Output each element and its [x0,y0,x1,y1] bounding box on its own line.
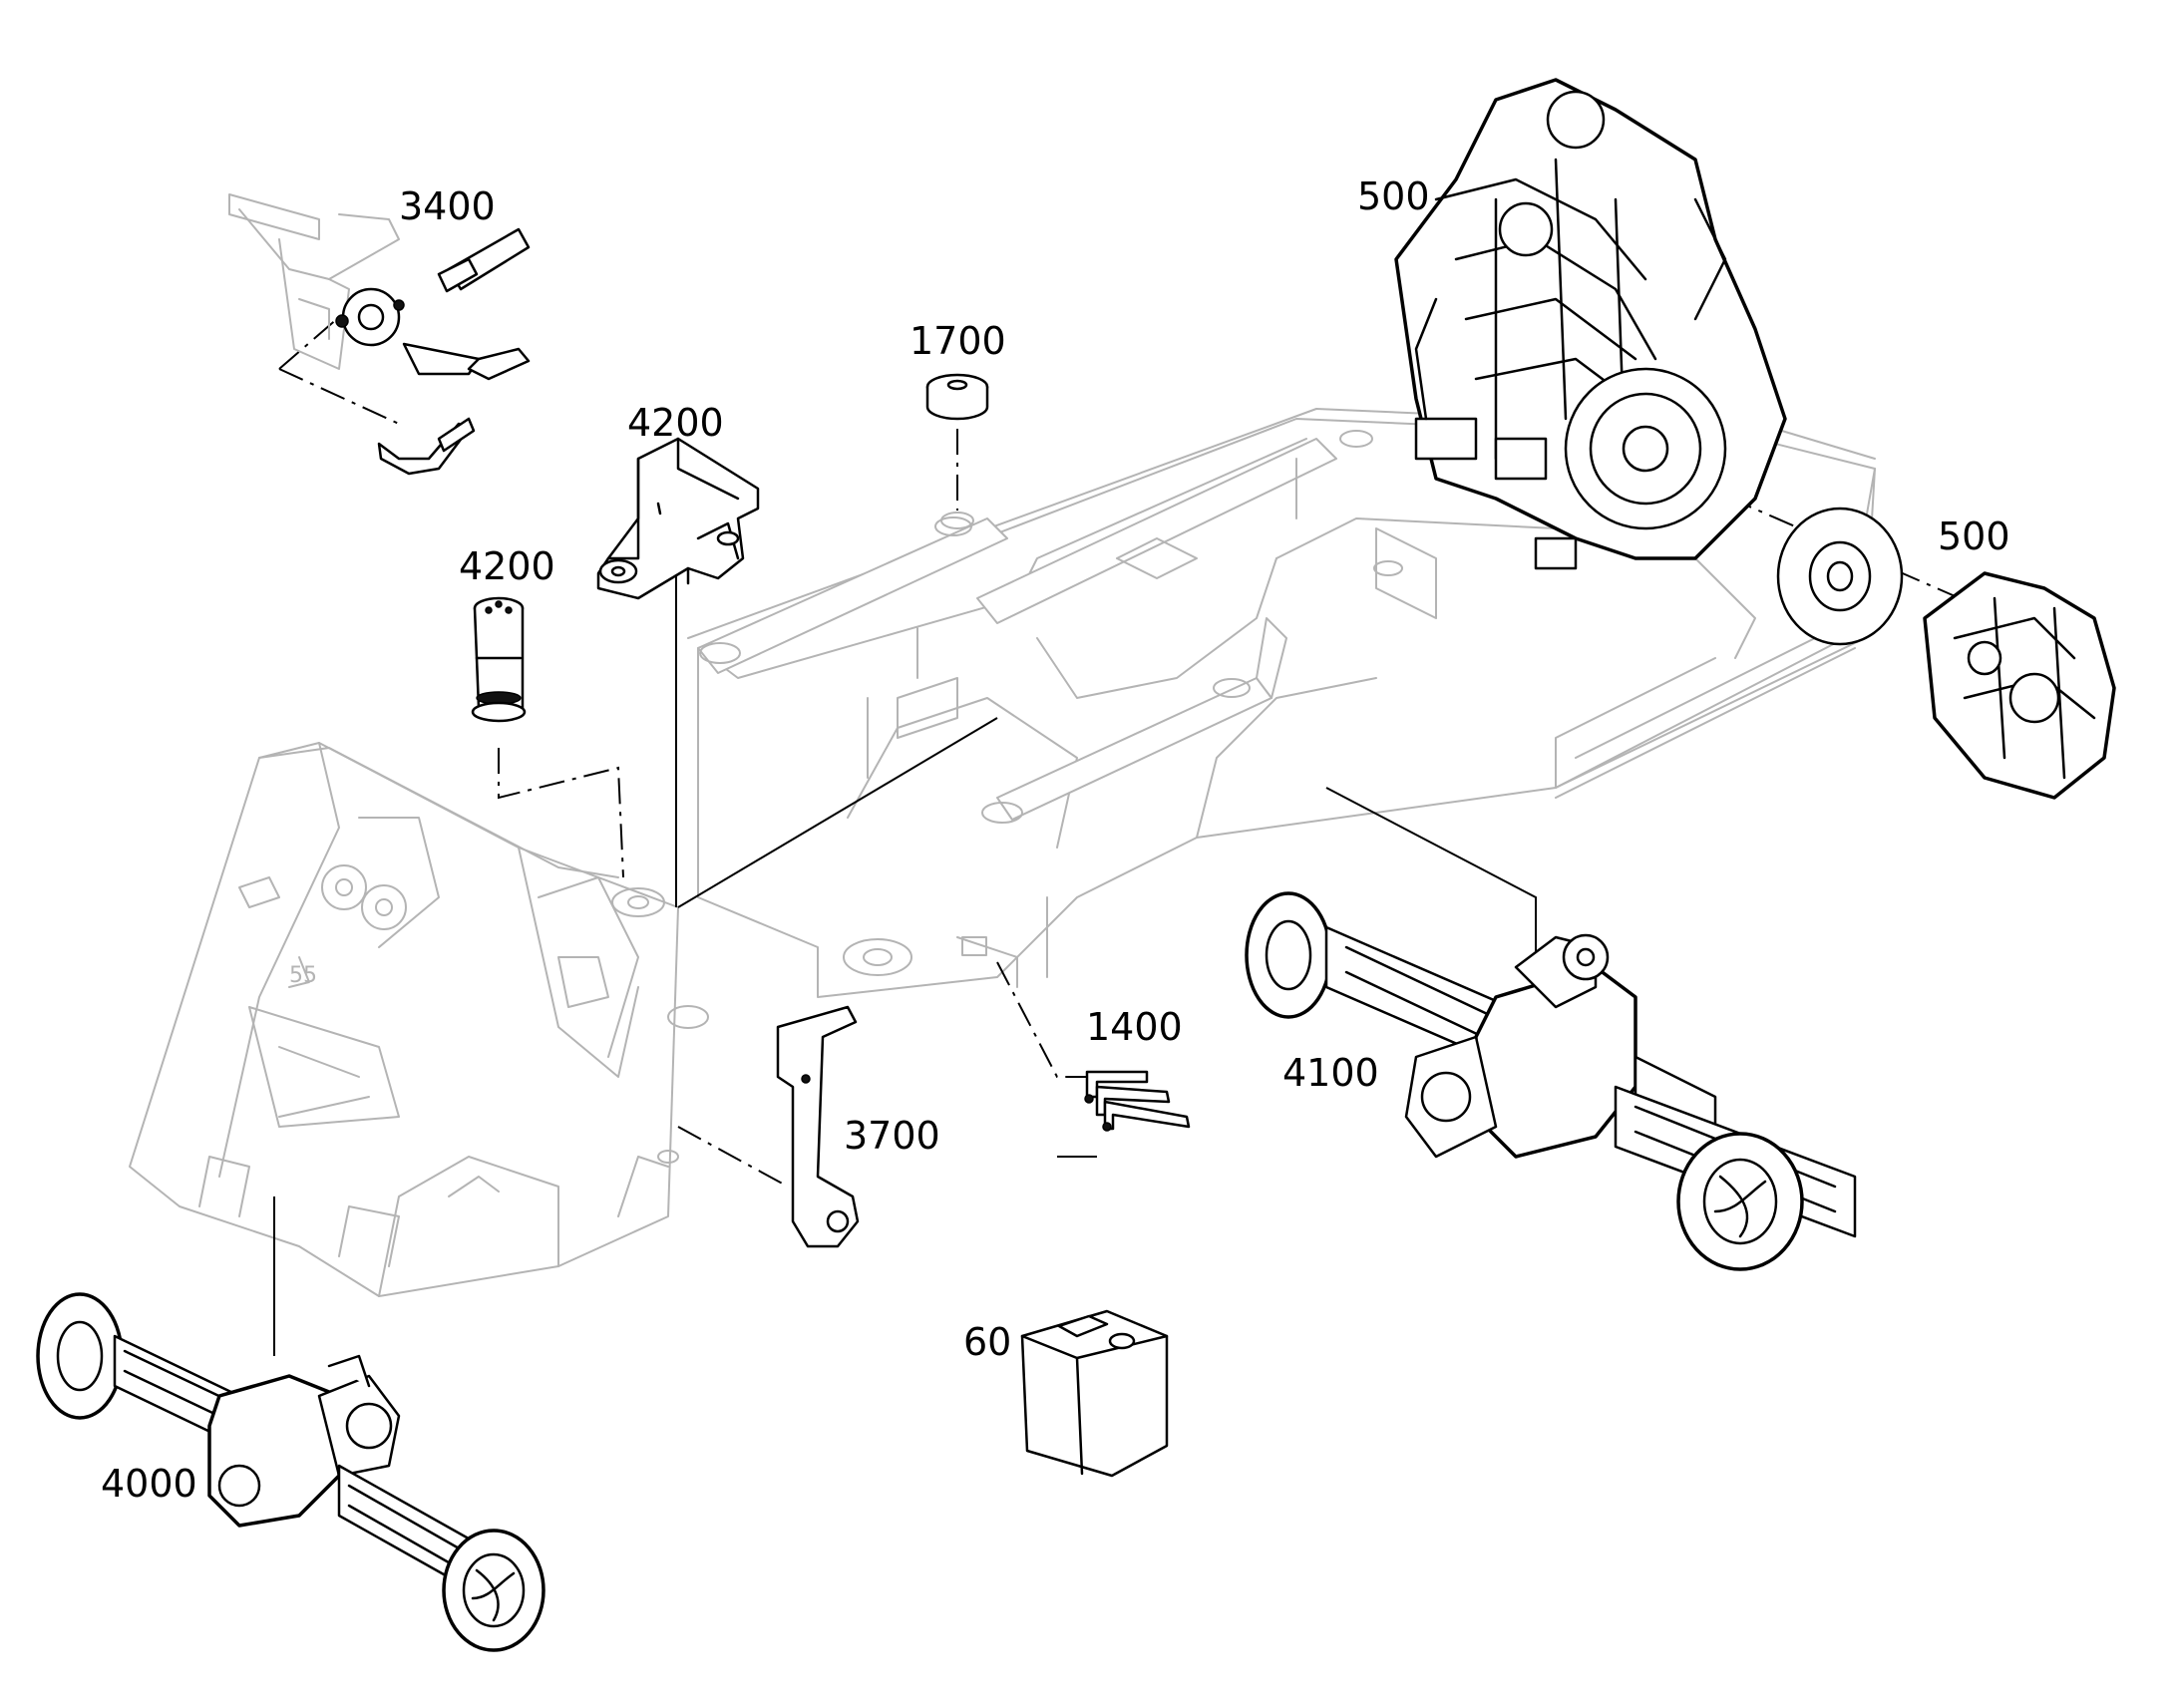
part-1700-rubber-mount [925,373,989,529]
callout-4000: 4000 [101,1462,197,1506]
front-loader-frame: 55 [129,742,709,1297]
part-3400-pedal-valve [228,193,531,476]
callout-500-engine: 500 [1357,174,1430,218]
callout-500-pump: 500 [1938,514,2010,558]
callout-60: 60 [963,1320,1011,1364]
part-4100-rear-axle [1245,891,1857,1271]
part-1400-fittings [1084,1070,1191,1132]
callout-1400: 1400 [1086,1005,1183,1049]
callout-1700: 1700 [909,319,1006,363]
rear-chassis-frame [687,408,1876,998]
part-60-canister [1020,1309,1169,1478]
callout-4100: 4100 [1282,1051,1379,1095]
callout-4200-bracket: 4200 [627,401,724,445]
part-500-engine [1394,78,1787,570]
part-500-pump [1776,507,2116,800]
frame-stamp: 55 [289,963,317,988]
part-4200-bracket [596,437,760,600]
callout-3400: 3400 [399,184,496,228]
part-3700-bracket [776,1005,860,1248]
callout-labels: 3400 1700 4200 4200 500 500 1400 4100 37… [101,174,2010,1506]
part-4200-pin [471,596,527,723]
callout-3700: 3700 [844,1114,940,1158]
callout-4200-pin: 4200 [459,544,555,588]
part-4000-front-axle [36,1292,545,1652]
